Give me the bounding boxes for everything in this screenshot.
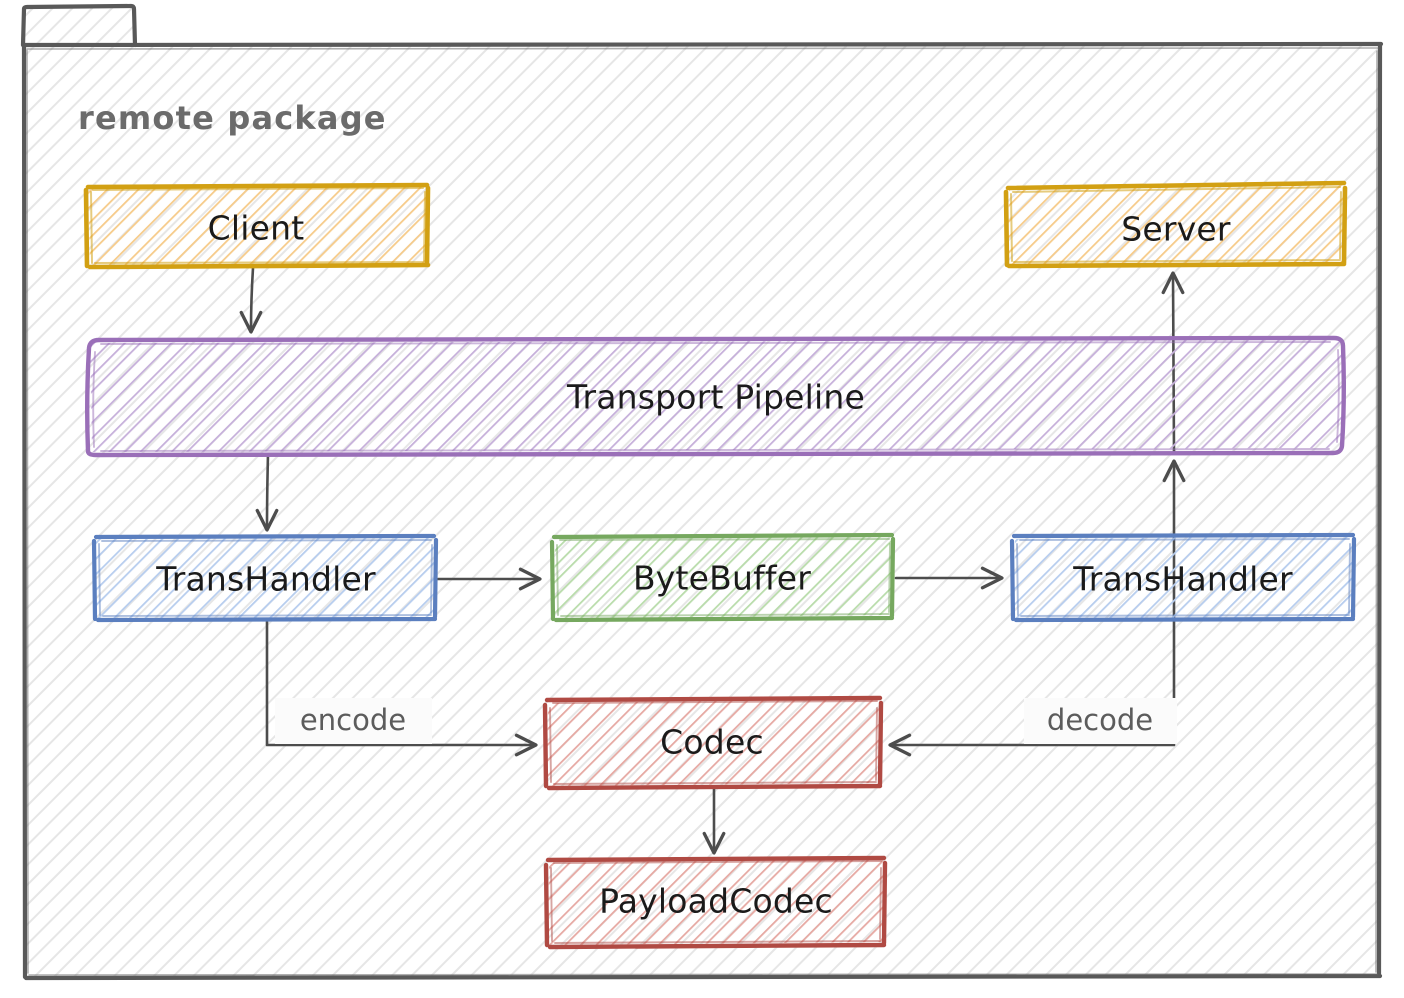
node-bytebuffer-outline bbox=[549, 532, 896, 623]
node-codec-fill bbox=[547, 699, 881, 786]
node-transport-pipeline-label: Transport Pipeline bbox=[566, 378, 865, 417]
node-bytebuffer-outline-second bbox=[556, 538, 891, 617]
node-server-label: Server bbox=[1121, 210, 1231, 249]
node-client-outline bbox=[83, 182, 431, 270]
node-transhandler-right-outline bbox=[1009, 532, 1357, 623]
node-client-label: Client bbox=[208, 209, 305, 248]
node-bytebuffer-fill bbox=[554, 536, 893, 619]
edge-transhandler-left-to-codec bbox=[265, 618, 538, 757]
node-transhandler-left-label: TransHandler bbox=[155, 560, 376, 599]
edge-label-decode: decode bbox=[1047, 703, 1153, 737]
node-transport-pipeline-outline bbox=[85, 335, 1346, 458]
node-payloadcodec-fill bbox=[548, 859, 885, 945]
package-tab-outline bbox=[20, 3, 138, 48]
package-body-outline-second bbox=[26, 47, 1379, 976]
node-transhandler-left-outline-second bbox=[98, 539, 433, 617]
node-client-outline-second bbox=[90, 187, 426, 264]
node-transport-pipeline-fill bbox=[90, 340, 1344, 452]
package-title: remote package bbox=[78, 99, 387, 137]
edge-label-encode-group: encode bbox=[275, 698, 432, 744]
edge-label-encode: encode bbox=[300, 703, 406, 737]
node-payloadcodec-outline bbox=[543, 855, 888, 950]
node-payloadcodec-label: PayloadCodec bbox=[599, 882, 833, 921]
edge-transhandler-right-to-codec bbox=[888, 618, 1176, 757]
edge-label-encode-background bbox=[275, 698, 432, 744]
node-codec-label: Codec bbox=[660, 723, 764, 762]
node-transhandler-right-fill bbox=[1014, 536, 1353, 619]
node-transhandler-left-outline bbox=[91, 533, 439, 623]
edge-pipeline-to-transhandler-left bbox=[255, 452, 279, 532]
edge-client-to-pipeline bbox=[239, 266, 263, 334]
node-server-outline bbox=[1003, 180, 1348, 269]
node-transport-pipeline-outline-second bbox=[92, 341, 1340, 452]
package-container: remote package bbox=[20, 3, 1384, 981]
node-bytebuffer-label: ByteBuffer bbox=[633, 559, 811, 598]
node-server[interactable]: Server bbox=[1003, 180, 1348, 269]
node-client-fill bbox=[88, 185, 428, 266]
package-tab-fill bbox=[24, 6, 135, 45]
node-payloadcodec[interactable]: PayloadCodec bbox=[543, 855, 888, 950]
node-bytebuffer[interactable]: ByteBuffer bbox=[549, 532, 896, 623]
edges-layer bbox=[239, 266, 1186, 855]
node-transhandler-left[interactable]: TransHandler bbox=[91, 533, 439, 623]
node-transhandler-right-label: TransHandler bbox=[1072, 560, 1293, 599]
node-transhandler-right-outline-second bbox=[1016, 538, 1351, 617]
package-body-outline bbox=[21, 41, 1384, 981]
edge-label-decode-group: decode bbox=[1024, 698, 1177, 744]
node-transhandler-left-fill bbox=[96, 537, 436, 619]
edge-label-decode-background bbox=[1024, 698, 1177, 744]
node-server-outline-second bbox=[1010, 186, 1342, 263]
node-codec-outline bbox=[542, 695, 884, 791]
node-codec-outline-second bbox=[549, 700, 878, 785]
node-codec[interactable]: Codec bbox=[542, 695, 884, 791]
node-transhandler-right[interactable]: TransHandler bbox=[1009, 532, 1357, 623]
node-payloadcodec-outline-second bbox=[550, 860, 882, 944]
node-client[interactable]: Client bbox=[83, 182, 431, 270]
node-transport-pipeline[interactable]: Transport Pipeline bbox=[85, 335, 1346, 458]
node-server-fill bbox=[1008, 184, 1345, 265]
